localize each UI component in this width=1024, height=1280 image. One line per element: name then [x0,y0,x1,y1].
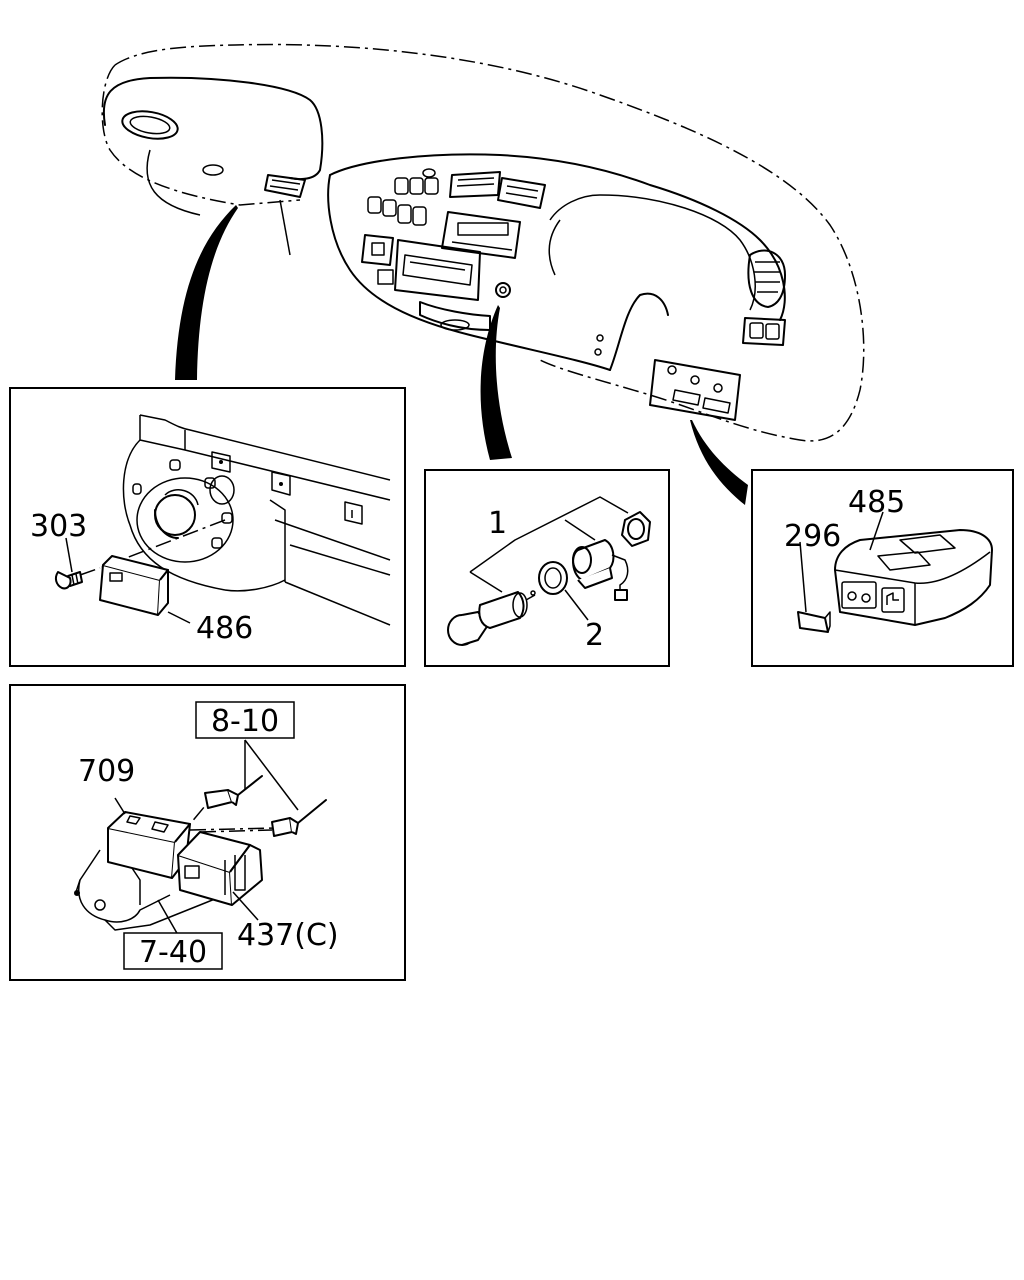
callout-303: 303 [30,509,87,544]
callout-709: 709 [78,754,135,789]
detail-box-relay-assembly [9,684,406,981]
callout-486: 486 [196,611,253,646]
callout-1: 1 [488,506,507,541]
leader-wedge-right [690,420,748,505]
callout-296: 296 [784,519,841,554]
ref-label-7-40: 7-40 [139,935,207,970]
callout-437c: 437(C) [237,918,339,953]
leader-wedge-center [480,305,512,460]
detail-box-cigar-lighter [424,469,670,667]
ref-label-8-10: 8-10 [211,704,279,739]
callout-2: 2 [585,618,604,653]
ref-box-7-40: 7-40 [123,932,223,970]
ref-box-8-10: 8-10 [195,701,295,739]
detail-box-relay-bracket [9,387,406,667]
dashboard-overview [101,43,865,442]
detail-box-control-unit [751,469,1014,667]
leader-wedge-left [175,205,238,380]
switch-bank-upper [367,168,439,226]
callout-485: 485 [848,485,905,520]
